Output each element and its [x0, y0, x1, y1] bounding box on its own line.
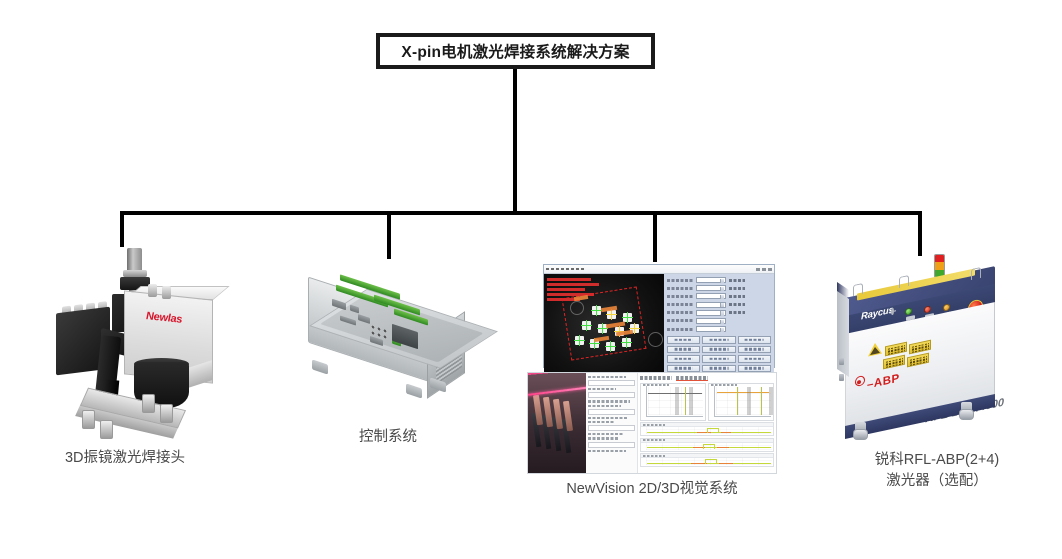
parameter-row[interactable] — [667, 326, 771, 333]
key-switch-icon[interactable] — [889, 307, 896, 315]
node-vision-system: NewVision 2D/3D视觉系统 — [512, 264, 792, 500]
node-laser-source: Raycus –ABP RFL-2000/4000 锐科RFL-ABP(2+4)… — [828, 250, 1046, 492]
caster-wheel — [853, 422, 868, 442]
node-scanner-head: Newlas 3D振镜激光焊接头 — [20, 248, 230, 469]
panel-button[interactable] — [737, 355, 771, 363]
panel-button[interactable] — [702, 364, 736, 373]
connector-drop-vision-system — [653, 215, 657, 262]
panel-button[interactable] — [737, 364, 771, 373]
parameter-row[interactable] — [667, 317, 771, 324]
node-caption-controller: 控制系统 — [359, 429, 417, 445]
parameter-row[interactable] — [667, 309, 771, 316]
node-caption-vision-system: NewVision 2D/3D视觉系统 — [566, 481, 738, 497]
connector-drop-laser-source — [918, 215, 922, 256]
connector-stem — [513, 69, 517, 215]
parameter-field-list — [667, 277, 771, 333]
parameter-row[interactable] — [667, 293, 771, 300]
profile-chart-right[interactable] — [708, 382, 774, 421]
analysis-settings-sidebar[interactable] — [586, 373, 638, 473]
vision-inspection-window[interactable] — [543, 264, 775, 385]
controller-box-icon — [296, 262, 498, 427]
window-controls[interactable] — [756, 267, 772, 271]
node-caption-laser-source: 锐科RFL-ABP(2+4) 激光器（选配） — [874, 452, 1000, 489]
vision-software-screenshot-icon — [527, 264, 777, 479]
node-caption-scanner-head: 3D振镜激光焊接头 — [64, 450, 186, 466]
panel-button[interactable] — [737, 345, 771, 354]
analysis-main-area — [638, 373, 776, 473]
waveform-strip-list — [640, 422, 774, 467]
waveform-strip[interactable] — [640, 422, 774, 436]
connector-bus — [120, 211, 922, 215]
window-title-text — [546, 267, 586, 271]
laser-scanner-head-icon: Newlas — [38, 248, 230, 448]
vision-analysis-window[interactable] — [527, 372, 777, 474]
waveform-strip[interactable] — [640, 453, 774, 467]
panel-button[interactable] — [702, 336, 736, 344]
panel-button[interactable] — [667, 336, 701, 344]
panel-button[interactable] — [702, 345, 736, 354]
node-controller: 控制系统 — [288, 262, 498, 448]
waveform-strip[interactable] — [640, 437, 774, 452]
panel-button[interactable] — [702, 355, 736, 363]
parameter-row[interactable] — [667, 277, 771, 283]
weld-sample-photo — [528, 373, 586, 473]
window-titlebar — [544, 265, 774, 274]
connector-drop-controller — [387, 215, 391, 259]
inspection-image-canvas[interactable] — [544, 274, 664, 385]
profile-chart-left[interactable] — [640, 382, 706, 421]
panel-button[interactable] — [667, 364, 701, 373]
parameter-row[interactable] — [667, 301, 771, 308]
caster-wheel — [959, 402, 974, 422]
fiber-laser-source-icon: Raycus –ABP RFL-2000/4000 — [837, 250, 1037, 450]
panel-button[interactable] — [667, 345, 701, 354]
panel-button[interactable] — [737, 336, 771, 344]
analysis-tab[interactable] — [640, 376, 672, 380]
analysis-tab-active[interactable] — [676, 375, 708, 381]
diagram-title-box: X-pin电机激光焊接系统解决方案 — [376, 33, 655, 69]
analysis-tabs[interactable] — [640, 375, 774, 381]
parameter-row[interactable] — [667, 285, 771, 292]
laser-line-overlay — [528, 385, 586, 397]
inspection-control-panel[interactable] — [664, 274, 774, 385]
connector-drop-scanner-head — [120, 215, 124, 247]
panel-button[interactable] — [667, 355, 701, 363]
chart-row — [640, 382, 774, 421]
page-title: X-pin电机激光焊接系统解决方案 — [401, 44, 630, 61]
